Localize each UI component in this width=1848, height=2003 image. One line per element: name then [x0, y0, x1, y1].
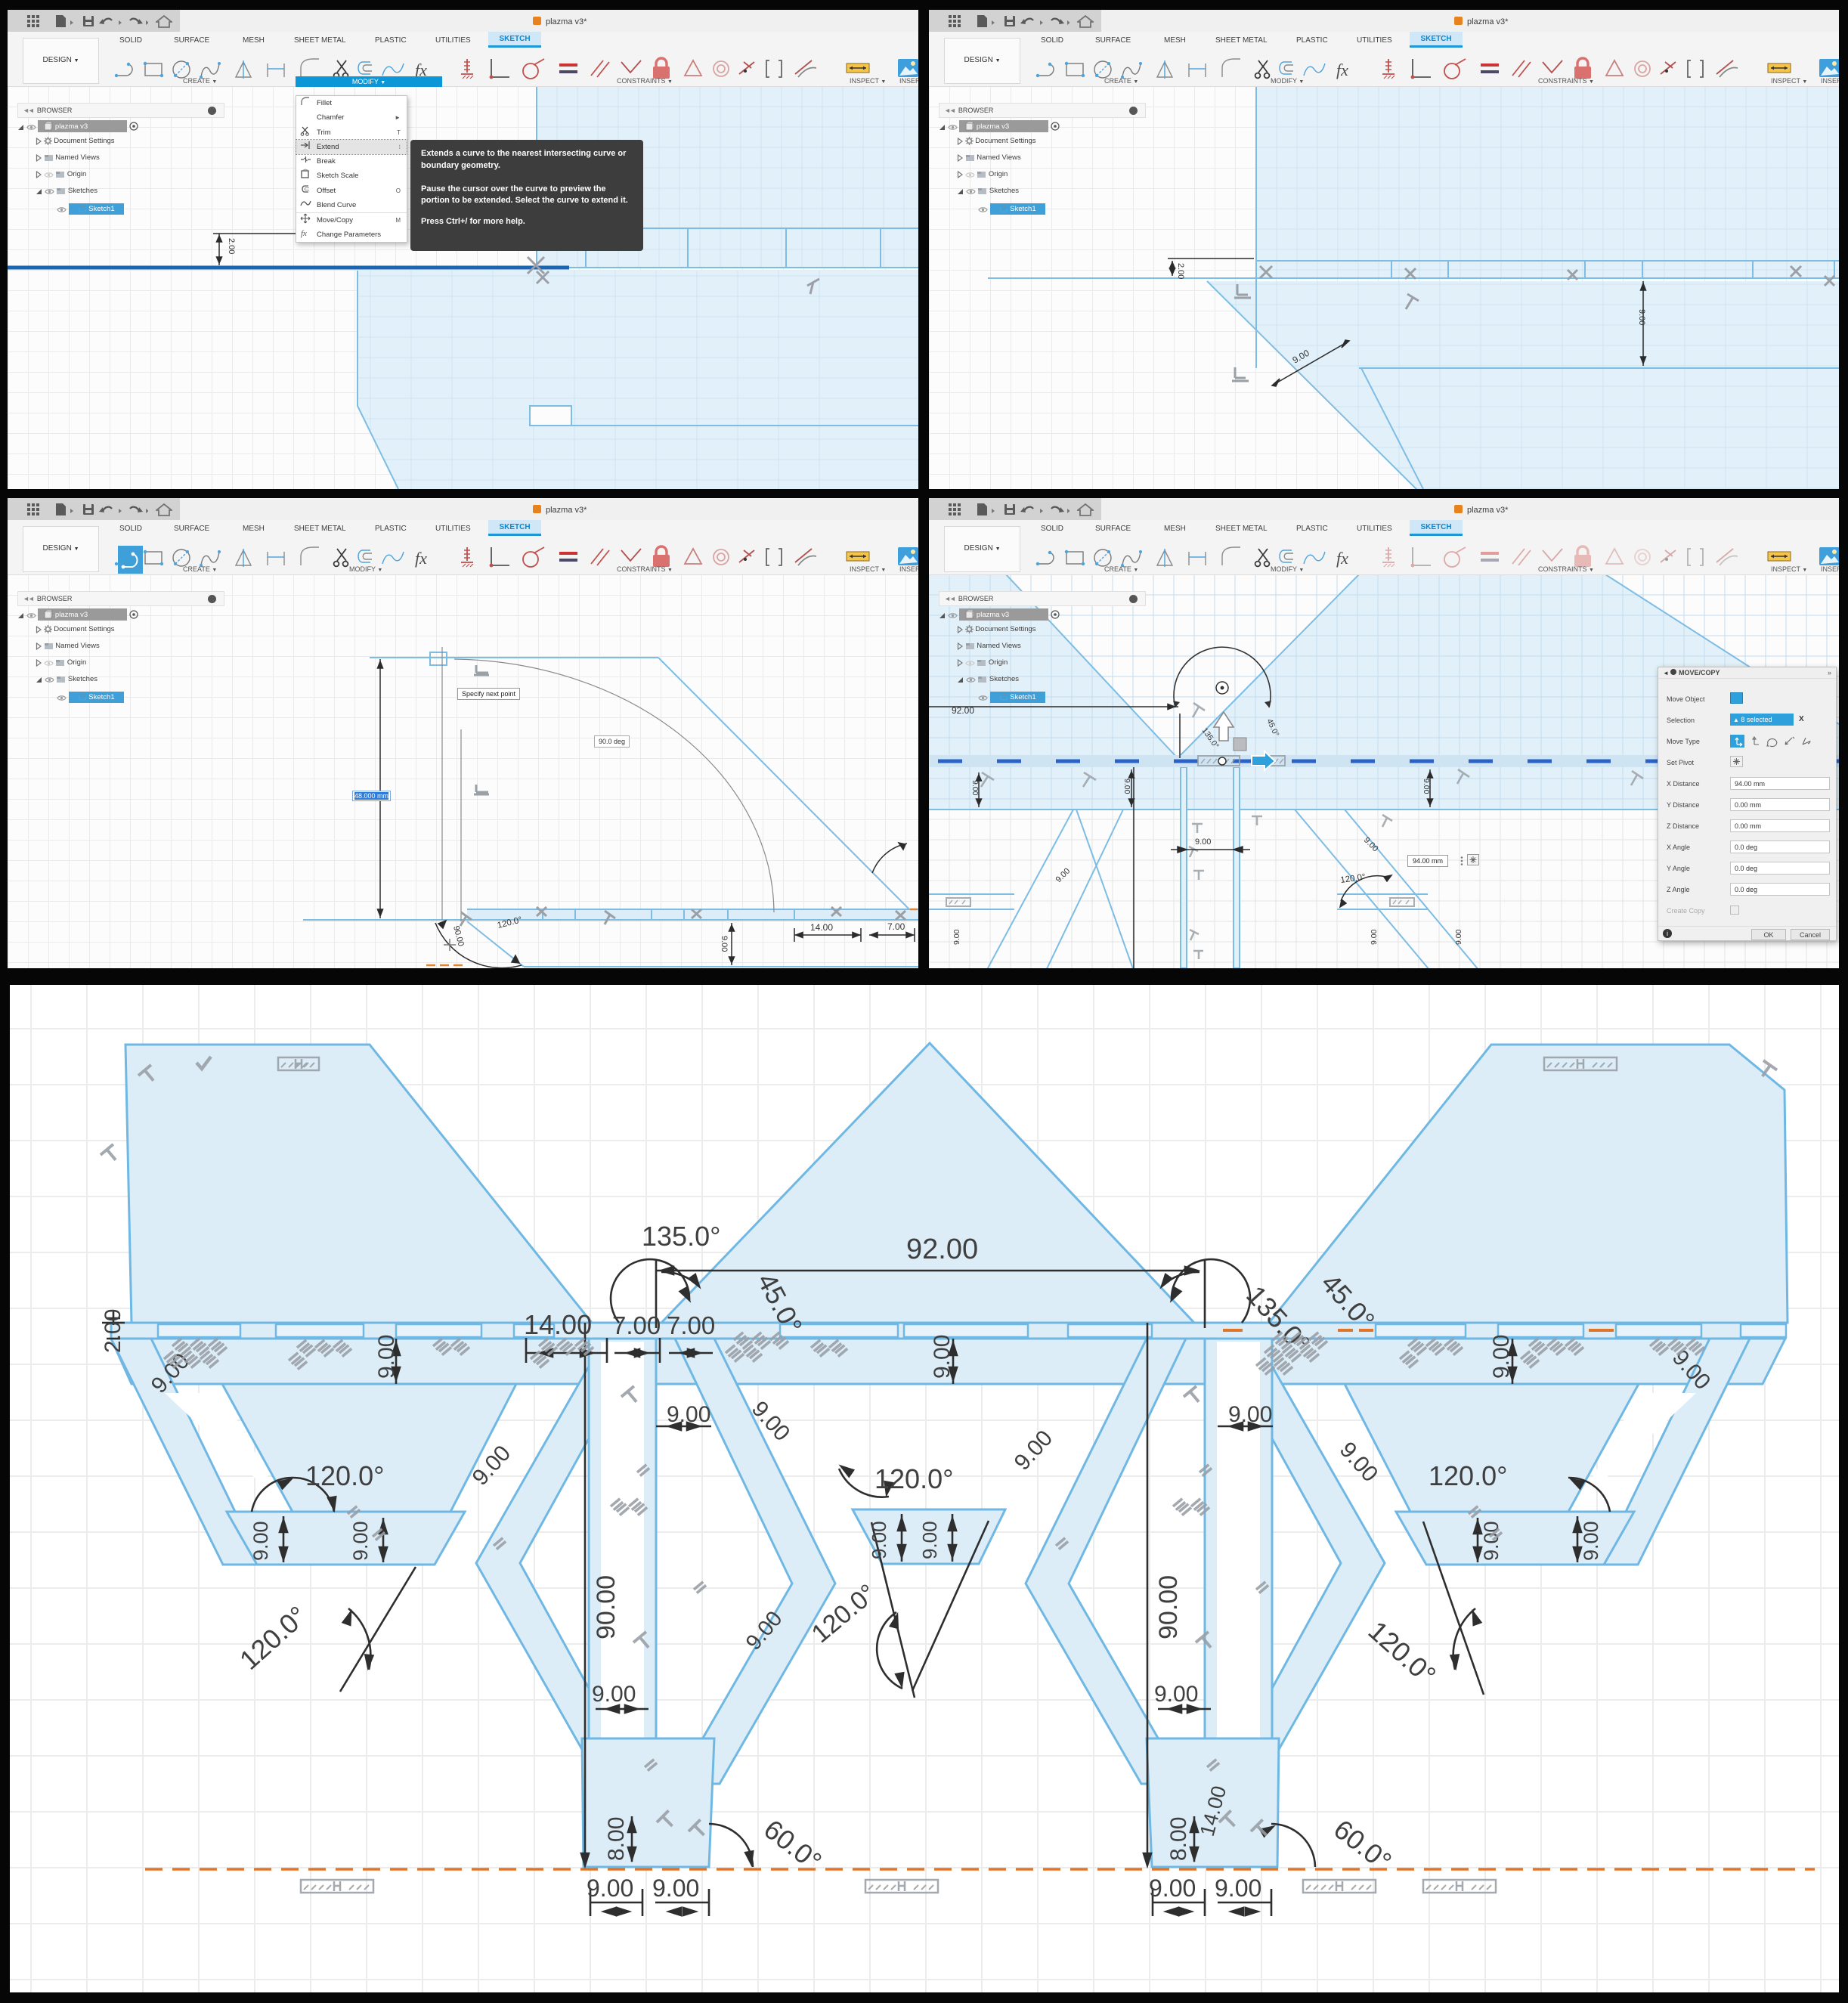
svg-text:9.00: 9.00: [1454, 929, 1463, 945]
svg-text:120.0°: 120.0°: [305, 1460, 384, 1491]
svg-text:9.00: 9.00: [1480, 1521, 1503, 1561]
svg-text:9.00: 9.00: [970, 780, 980, 796]
svg-text:9.00: 9.00: [587, 1875, 633, 1902]
svg-text:92.00: 92.00: [906, 1234, 978, 1265]
svg-text:90.00: 90.00: [451, 925, 466, 948]
svg-text:9.00: 9.00: [930, 1335, 955, 1379]
svg-text:9.00: 9.00: [349, 1521, 372, 1561]
svg-text:fx: fx: [1336, 549, 1348, 568]
svg-text:8.00: 8.00: [1166, 1817, 1191, 1861]
svg-text:9.00: 9.00: [1422, 779, 1431, 794]
svg-text:2.00: 2.00: [101, 1309, 125, 1353]
svg-text:9.00: 9.00: [1149, 1875, 1196, 1902]
svg-text:120.0°: 120.0°: [874, 1463, 953, 1494]
svg-text:fx: fx: [415, 60, 427, 79]
svg-text:14.00: 14.00: [810, 922, 833, 933]
svg-text:2.00: 2.00: [227, 238, 236, 254]
svg-text:9.00: 9.00: [1580, 1521, 1602, 1561]
svg-text:92.00: 92.00: [952, 705, 974, 716]
svg-text:8.00: 8.00: [604, 1817, 629, 1861]
svg-text:9.00: 9.00: [1228, 1402, 1272, 1427]
svg-text:9.00: 9.00: [868, 1521, 890, 1559]
svg-text:7.00: 7.00: [887, 921, 905, 932]
svg-text:9.00: 9.00: [1215, 1875, 1261, 1902]
svg-text:9.00: 9.00: [592, 1682, 636, 1707]
svg-text:9.00: 9.00: [1489, 1335, 1514, 1379]
svg-text:9.00: 9.00: [652, 1875, 699, 1902]
svg-text:9.00: 9.00: [249, 1521, 272, 1561]
svg-text:120.0°: 120.0°: [1429, 1460, 1507, 1491]
svg-text:90.00: 90.00: [1154, 1575, 1183, 1639]
svg-text:fx: fx: [301, 229, 307, 238]
svg-text:9.00: 9.00: [918, 1521, 941, 1559]
svg-text:7.00: 7.00: [612, 1311, 661, 1339]
svg-text:9.00: 9.00: [720, 936, 729, 952]
svg-text:9.00: 9.00: [1370, 929, 1379, 945]
svg-text:9.00: 9.00: [1154, 1682, 1198, 1707]
svg-text:9.00: 9.00: [667, 1402, 710, 1427]
svg-text:120.0°: 120.0°: [1340, 872, 1367, 885]
svg-text:135.0°: 135.0°: [642, 1221, 720, 1252]
svg-text:fx: fx: [415, 549, 427, 568]
svg-text:9.00: 9.00: [1195, 837, 1211, 847]
svg-text:fx: fx: [1336, 60, 1348, 79]
svg-text:9.00: 9.00: [952, 929, 961, 945]
svg-text:2.00: 2.00: [1176, 263, 1185, 279]
svg-text:14.00: 14.00: [524, 1309, 592, 1340]
svg-text:90.00: 90.00: [592, 1575, 621, 1639]
svg-text:9.00: 9.00: [374, 1335, 399, 1379]
svg-text:9.00: 9.00: [1122, 779, 1131, 794]
svg-text:7.00: 7.00: [667, 1311, 715, 1339]
svg-text:9.00: 9.00: [1637, 309, 1646, 325]
